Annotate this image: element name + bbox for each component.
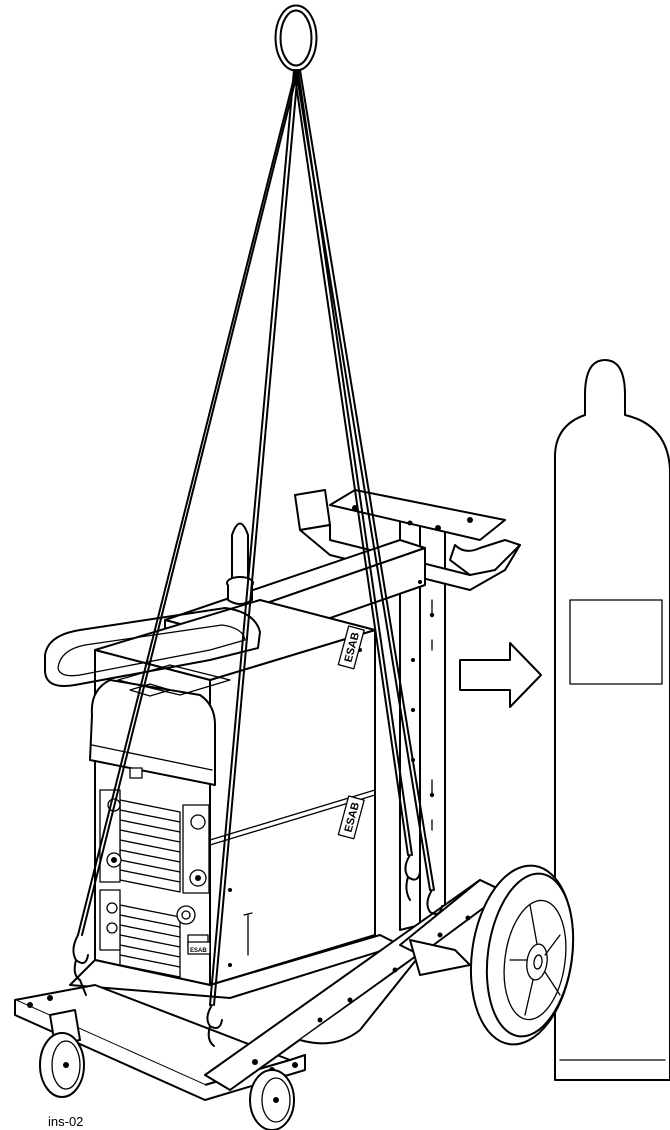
cylinder-label-area — [569, 599, 663, 685]
cylinder-holder — [294, 489, 521, 591]
rear-wheel — [469, 864, 575, 1046]
cart-base — [14, 879, 506, 1101]
hood-latch — [129, 767, 143, 779]
adjust-knob — [190, 814, 206, 830]
arrow-right-icon — [459, 642, 542, 708]
caster-wheel-right — [249, 1069, 295, 1130]
caster-wheel-left — [39, 1009, 85, 1098]
welding-machine: ESAB ESAB ESAB — [44, 599, 376, 991]
lifting-hooks — [72, 854, 443, 1047]
lifting-straps — [77, 69, 435, 1006]
figure-label: ins-02 — [48, 1114, 83, 1129]
brand-mark-front: ESAB — [190, 948, 207, 954]
gas-cylinder — [554, 359, 670, 1081]
